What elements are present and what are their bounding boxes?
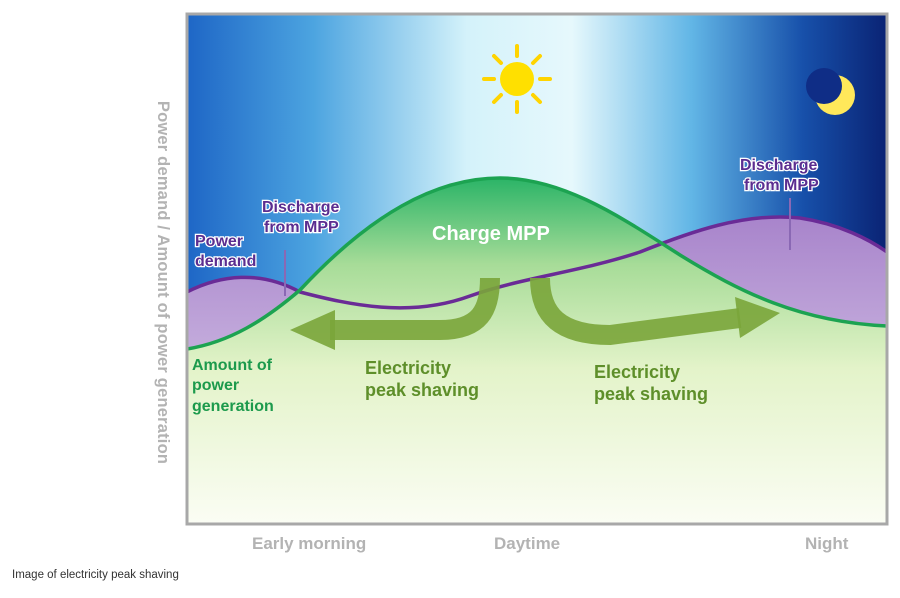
discharge-left-label: Discharge from MPP — [262, 199, 344, 236]
crescent-moon-icon — [806, 68, 855, 115]
peak-shaving-arrowhead-left — [290, 310, 335, 350]
generation-area — [187, 178, 887, 524]
y-axis-label: Power demand / Amount of power generatio… — [148, 70, 178, 495]
plot-frame — [185, 12, 889, 526]
generation-line — [187, 176, 887, 351]
x-tick-night: Night — [805, 534, 849, 553]
peak-shaving-right-label: Electricity peak shaving — [594, 362, 708, 404]
peak-shaving-arrow-right — [530, 277, 742, 346]
x-tick-daytime: Daytime — [494, 534, 561, 553]
discharge-right-label: Discharge from MPP — [740, 157, 822, 194]
x-tick-early-morning: Early morning — [252, 534, 367, 553]
peak-shaving-arrow-left — [330, 277, 500, 340]
generation-label: Amount of power generation — [192, 357, 276, 415]
peak-shaving-left-label: Electricity peak shaving — [365, 358, 479, 400]
peak-shaving-arrowhead-right — [735, 297, 780, 338]
figure-caption: Image of electricity peak shaving — [12, 569, 179, 581]
sun-icon — [482, 44, 552, 114]
y-axis-label-text: Power demand / Amount of power generatio… — [154, 100, 173, 465]
charge-mpp-label: Charge MPP — [432, 223, 550, 245]
power-demand-label: Power demand — [195, 233, 256, 270]
